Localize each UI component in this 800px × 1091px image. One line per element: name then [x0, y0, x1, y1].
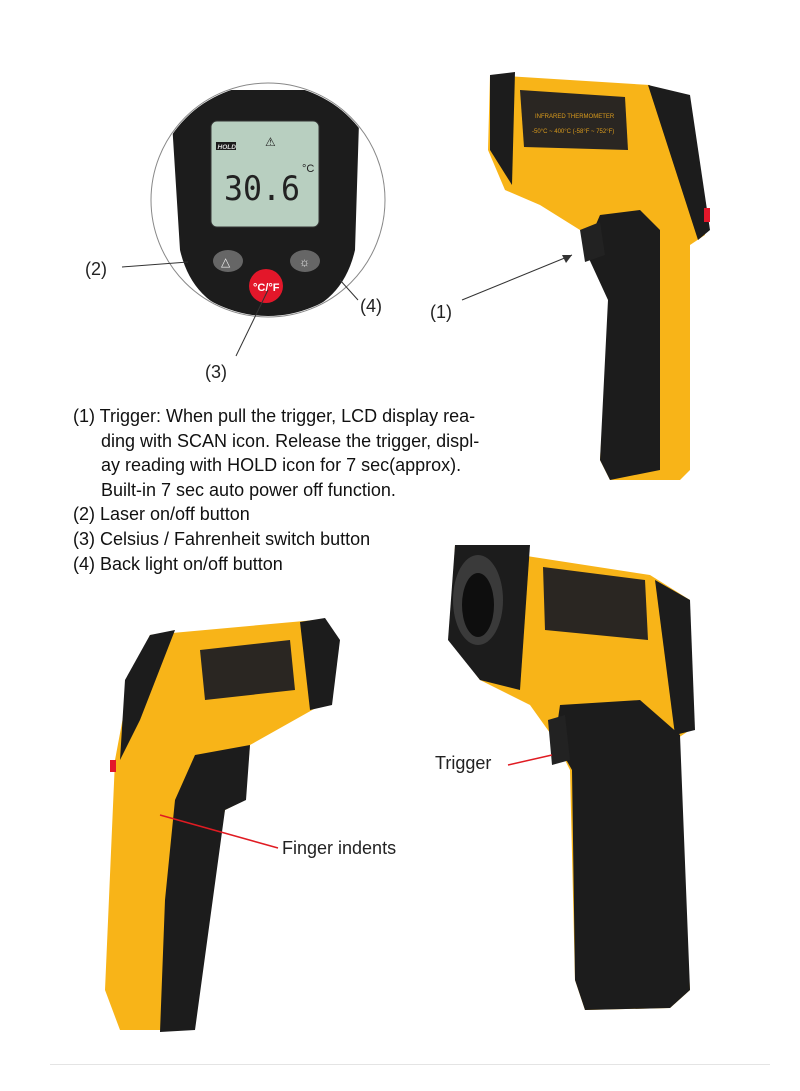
callout-line-3 — [235, 289, 269, 357]
desc-item-1-line-1: (1) Trigger: When pull the trigger, LCD … — [73, 406, 476, 426]
bulb-icon: ☼ — [299, 255, 310, 269]
desc-item-4: (4) Back light on/off button — [73, 553, 283, 574]
bottom-divider — [50, 1064, 770, 1065]
laser-icon: △ — [221, 255, 231, 269]
desc-item-1-line-4: Built-in 7 sec auto power off function. — [101, 479, 396, 500]
callout-line-1 — [461, 254, 573, 301]
label-range: -50°C ~ 400°C (-58°F ~ 752°F) — [532, 129, 614, 135]
thermometer-side-view-left — [105, 618, 340, 1032]
callout-label-2: (2) — [85, 259, 107, 279]
thermometer-front-view — [448, 545, 695, 1010]
callout-label-4: (4) — [360, 296, 382, 316]
desc-item-3: (3) Celsius / Fahrenheit switch button — [73, 528, 371, 549]
callout-line-2 — [121, 261, 189, 268]
callout-label-finger-indents: Finger indents — [282, 838, 397, 858]
backlight-button — [290, 250, 320, 272]
callout-line-trigger — [507, 754, 553, 766]
unit-toggle-button — [249, 269, 283, 303]
callout-line-finger-indents — [159, 814, 279, 849]
desc-item-1-line-2: ding with SCAN icon. Release the trigger… — [101, 430, 480, 451]
feature-description: (1) Trigger: When pull the trigger, LCD … — [73, 404, 479, 576]
callout-label-trigger: Trigger — [435, 753, 492, 773]
lcd-unit: °C — [302, 163, 314, 175]
desc-item-2: (2) Laser on/off button — [73, 504, 250, 525]
laser-indicator-icon: ⚠ — [265, 135, 276, 149]
desc-item-1-line-3: ay reading with HOLD icon for 7 sec(appr… — [101, 455, 462, 476]
lcd-hold-indicator: HOLD — [218, 144, 237, 151]
callout-label-1: (1) — [430, 302, 452, 322]
lcd-reading: 30.6 — [224, 169, 300, 209]
laser-button — [213, 250, 243, 272]
display-closeup: HOLD ⚠ 30.6 °C △ ☼ °C/°F — [150, 82, 386, 318]
callout-line-4 — [339, 279, 359, 301]
label-title: INFRARED THERMOMETER — [535, 114, 615, 120]
callout-label-3: (3) — [205, 362, 227, 382]
thermometer-side-view-top: INFRARED THERMOMETER -50°C ~ 400°C (-58°… — [488, 72, 710, 480]
svg-text:°C/°F: °C/°F — [253, 282, 280, 294]
